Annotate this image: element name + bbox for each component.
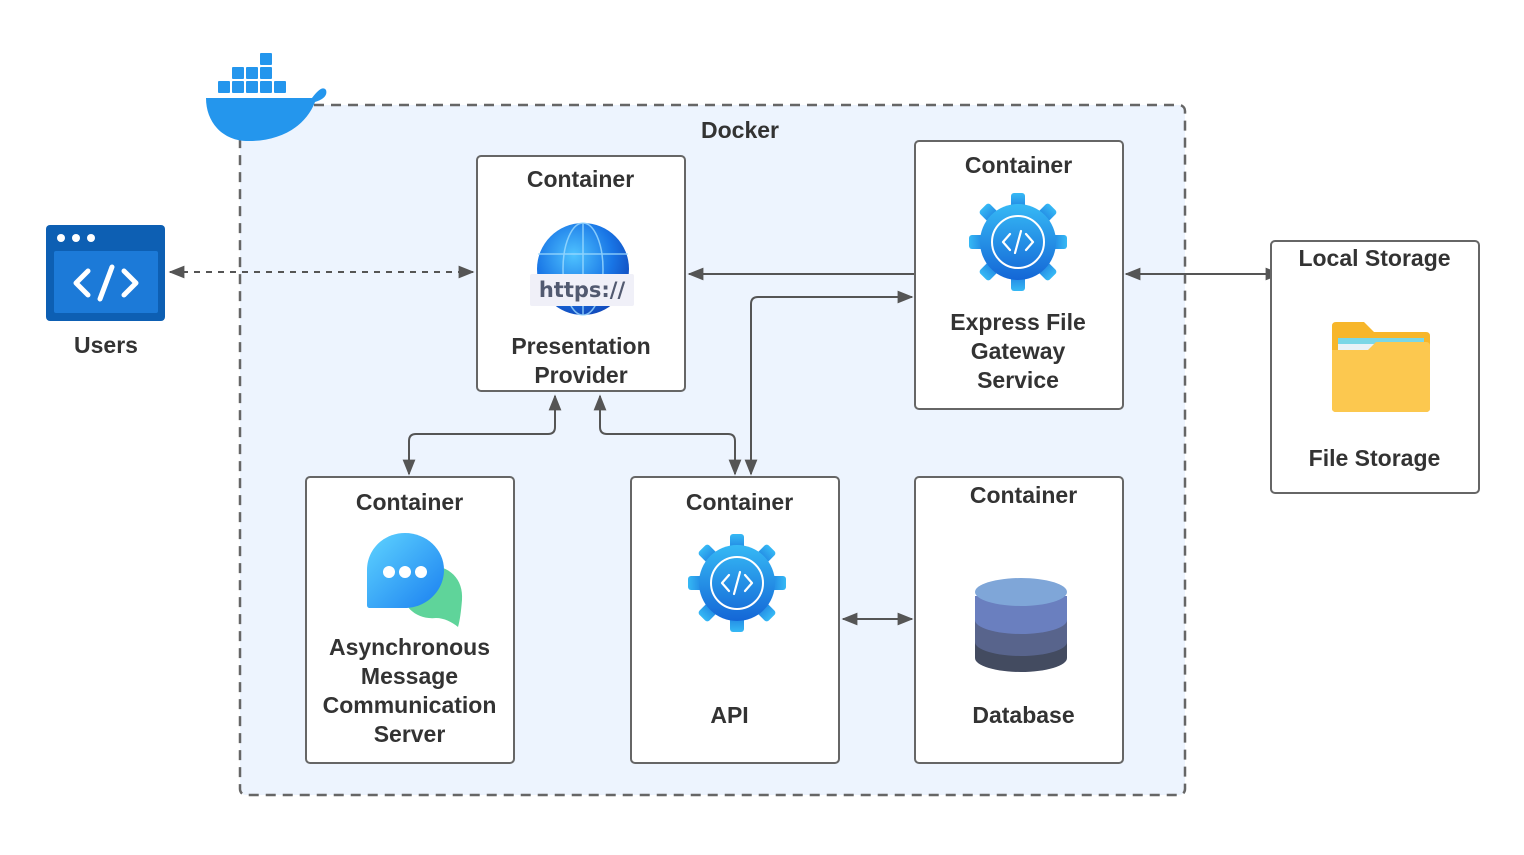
docker-whale-icon bbox=[206, 53, 327, 142]
database-label: Database bbox=[972, 702, 1075, 728]
container-header: Container bbox=[969, 482, 1078, 508]
presentation-to-api-connector bbox=[593, 394, 742, 476]
https-text: https:// bbox=[538, 278, 626, 302]
database-container[interactable]: Container Database bbox=[914, 476, 1124, 764]
api-to-express-connector bbox=[744, 290, 914, 476]
presentation-provider-label: Presentation Provider bbox=[511, 333, 651, 388]
gear-code-icon bbox=[687, 533, 787, 633]
messaging-to-presentation-connector bbox=[402, 394, 562, 476]
database-icon bbox=[975, 578, 1067, 672]
connectors bbox=[168, 265, 1282, 626]
presentation-provider-container[interactable]: Container https:// Presentation Provider bbox=[476, 155, 686, 392]
gear-code-icon bbox=[968, 192, 1068, 292]
container-header: Container bbox=[526, 166, 635, 192]
local-storage-box[interactable]: Local Storage File Storage bbox=[1270, 240, 1480, 494]
container-header: Container bbox=[685, 489, 794, 515]
container-header: Container bbox=[964, 152, 1073, 178]
express-gateway-label: Express File Gateway Service bbox=[950, 309, 1086, 393]
container-header: Container bbox=[355, 489, 464, 515]
api-label: API bbox=[710, 702, 749, 728]
chat-bubbles-icon bbox=[367, 533, 463, 627]
messaging-server-label: Asynchronous Message Communication Serve… bbox=[322, 634, 497, 747]
express-gateway-container[interactable]: Container Express File Gateway Service bbox=[914, 140, 1124, 410]
messaging-server-container[interactable]: Container Asynchronous Message Communica… bbox=[305, 476, 515, 764]
users-label: Users bbox=[74, 332, 138, 358]
local-storage-header: Local Storage bbox=[1298, 245, 1451, 271]
browser-code-icon bbox=[46, 225, 165, 321]
globe-https-icon bbox=[530, 222, 634, 316]
docker-label: Docker bbox=[701, 117, 779, 143]
file-storage-label: File Storage bbox=[1308, 445, 1441, 471]
folder-icon bbox=[1332, 322, 1430, 412]
api-container[interactable]: Container API bbox=[630, 476, 840, 764]
